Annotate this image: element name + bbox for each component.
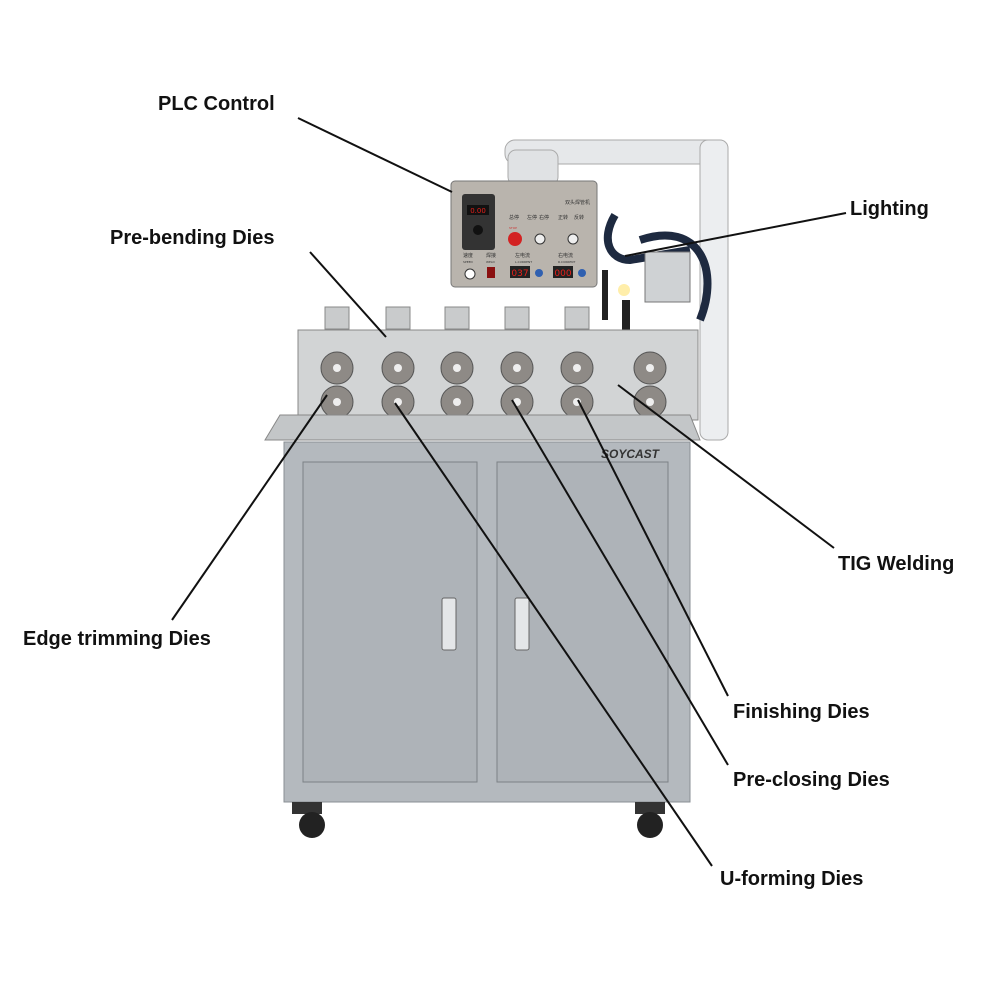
plc-leader bbox=[297, 117, 453, 193]
tig-leader bbox=[617, 384, 835, 549]
adjust-knob bbox=[324, 306, 350, 330]
right-door-handle[interactable] bbox=[514, 597, 530, 651]
stop-en-label: STOP bbox=[509, 226, 517, 230]
brand-logo: SOYCAST bbox=[601, 447, 661, 461]
adjust-knob bbox=[504, 306, 530, 330]
label-pre-closing-dies: Pre-closing Dies bbox=[733, 769, 890, 791]
weld-en-label: WELD bbox=[486, 260, 496, 264]
pre-closing-leader bbox=[511, 399, 729, 766]
table-top bbox=[264, 414, 701, 441]
label-lighting: Lighting bbox=[850, 198, 929, 220]
lighting-leader bbox=[624, 212, 847, 257]
roller-hub bbox=[453, 398, 461, 406]
speed-en-label: SPEED bbox=[463, 260, 474, 264]
left-stop-label: 左停 bbox=[527, 214, 537, 221]
adjust-knob bbox=[564, 306, 590, 330]
cabinet: SOYCAST bbox=[283, 441, 691, 803]
casters bbox=[292, 802, 665, 838]
leader-lines bbox=[171, 117, 847, 867]
edge-trimming-leader bbox=[171, 394, 328, 621]
label-edge-trimming-dies: Edge trimming Dies bbox=[23, 628, 211, 650]
roller-hub bbox=[333, 364, 341, 372]
finishing-leader bbox=[577, 399, 729, 697]
adjust-knob bbox=[385, 306, 411, 330]
left-door-handle[interactable] bbox=[441, 597, 457, 651]
roller-hub bbox=[513, 364, 521, 372]
roller-hub bbox=[646, 398, 654, 406]
l-current-display: 037 bbox=[511, 269, 528, 279]
tig-welding-torch bbox=[602, 212, 712, 380]
right-stop-label: 右停 bbox=[539, 214, 549, 221]
roller-hub bbox=[394, 364, 402, 372]
adjust-knob bbox=[444, 306, 470, 330]
emergency-stop-button[interactable] bbox=[508, 232, 522, 246]
roller-hub bbox=[573, 364, 581, 372]
r-current-en-label: R.CURRENT bbox=[558, 260, 576, 264]
label-finishing-dies: Finishing Dies bbox=[733, 701, 870, 723]
r-current-label: 右电流 bbox=[558, 252, 573, 259]
r-current-display: 000 bbox=[554, 269, 571, 279]
lighting-arm bbox=[504, 139, 729, 441]
u-forming-leader bbox=[394, 402, 713, 867]
reverse-label: 反转 bbox=[574, 214, 584, 221]
l-current-en-label: L.CURRENT bbox=[515, 260, 532, 264]
pre-bending-leader bbox=[309, 251, 387, 338]
roller-hub bbox=[646, 364, 654, 372]
stop-label: 总停 bbox=[509, 214, 519, 221]
label-plc-control: PLC Control bbox=[158, 93, 275, 115]
weld-label: 焊接 bbox=[486, 252, 496, 259]
label-tig-welding: TIG Welding bbox=[838, 553, 955, 575]
forward-label: 正转 bbox=[558, 214, 568, 221]
speed-label: 速度 bbox=[463, 252, 473, 259]
roller-hub bbox=[333, 398, 341, 406]
panel-title: 双头焊管机 bbox=[565, 199, 590, 206]
l-current-label: 左电流 bbox=[515, 252, 530, 259]
label-pre-bending-dies: Pre-bending Dies bbox=[110, 227, 275, 249]
roller-hub bbox=[453, 364, 461, 372]
inverter-display: 0.00 bbox=[470, 207, 486, 215]
label-u-forming-dies: U-forming Dies bbox=[720, 868, 864, 890]
dies-row bbox=[320, 306, 667, 419]
plc-control-panel: 0.00 双头焊管机 总停 左停 右停 正转 反转 STOP 速度 SPEED … bbox=[450, 180, 598, 288]
